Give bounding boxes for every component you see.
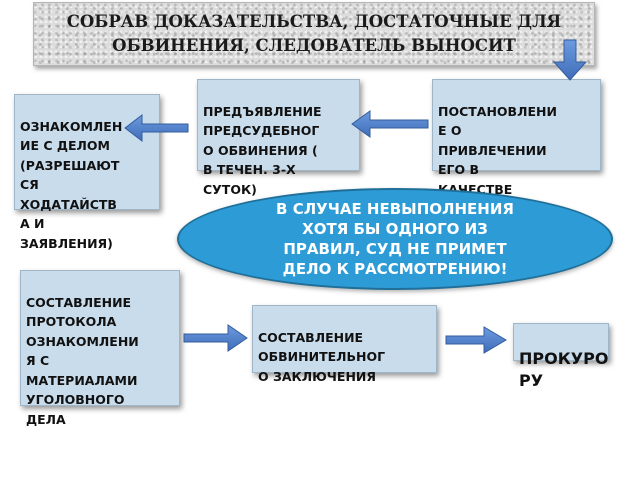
charge-text: ПРЕДЪЯВЛЕНИЕ ПРЕДСУДЕБНОГ О ОБВИНЕНИЯ ( … bbox=[203, 103, 322, 197]
warning-ellipse: В СЛУЧАЕ НЕВЫПОЛНЕНИЯ ХОТЯ БЫ ОДНОГО ИЗ … bbox=[177, 188, 613, 290]
title-banner: СОБРАВ ДОКАЗАТЕЛЬСТВА, ДОСТАТОЧНЫЕ ДЛЯ О… bbox=[33, 2, 595, 66]
arrow-down-to-resolution bbox=[552, 39, 588, 81]
indictment-box: СОСТАВЛЕНИЕ ОБВИНИТЕЛЬНОГ О ЗАКЛЮЧЕНИЯ bbox=[252, 305, 437, 384]
charge-box: ПРЕДЪЯВЛЕНИЕ ПРЕДСУДЕБНОГ О ОБВИНЕНИЯ ( … bbox=[197, 79, 360, 197]
indictment-text: СОСТАВЛЕНИЕ ОБВИНИТЕЛЬНОГ О ЗАКЛЮЧЕНИЯ bbox=[258, 329, 386, 384]
prosecutor-text: ПРОКУРО РУ bbox=[519, 349, 609, 390]
title-text: СОБРАВ ДОКАЗАТЕЛЬСТВА, ДОСТАТОЧНЫЕ ДЛЯ О… bbox=[66, 12, 562, 55]
prosecutor-box: ПРОКУРО РУ bbox=[513, 323, 609, 390]
arrow-indictment-to-prosecutor bbox=[445, 326, 507, 354]
arrow-protocol-to-indictment bbox=[183, 324, 248, 352]
familiarization-text: ОЗНАКОМЛЕН ИЕ С ДЕЛОМ (РАЗРЕШАЮТ СЯ ХОДА… bbox=[20, 118, 123, 251]
arrow-charge-to-familiarization bbox=[124, 113, 189, 143]
arrow-resolution-to-charge bbox=[351, 110, 429, 138]
familiarization-box: ОЗНАКОМЛЕН ИЕ С ДЕЛОМ (РАЗРЕШАЮТ СЯ ХОДА… bbox=[14, 94, 160, 251]
protocol-box: СОСТАВЛЕНИЕ ПРОТОКОЛА ОЗНАКОМЛЕНИ Я С МА… bbox=[20, 270, 180, 427]
warning-text: В СЛУЧАЕ НЕВЫПОЛНЕНИЯ ХОТЯ БЫ ОДНОГО ИЗ … bbox=[276, 200, 514, 278]
protocol-text: СОСТАВЛЕНИЕ ПРОТОКОЛА ОЗНАКОМЛЕНИ Я С МА… bbox=[26, 294, 139, 427]
